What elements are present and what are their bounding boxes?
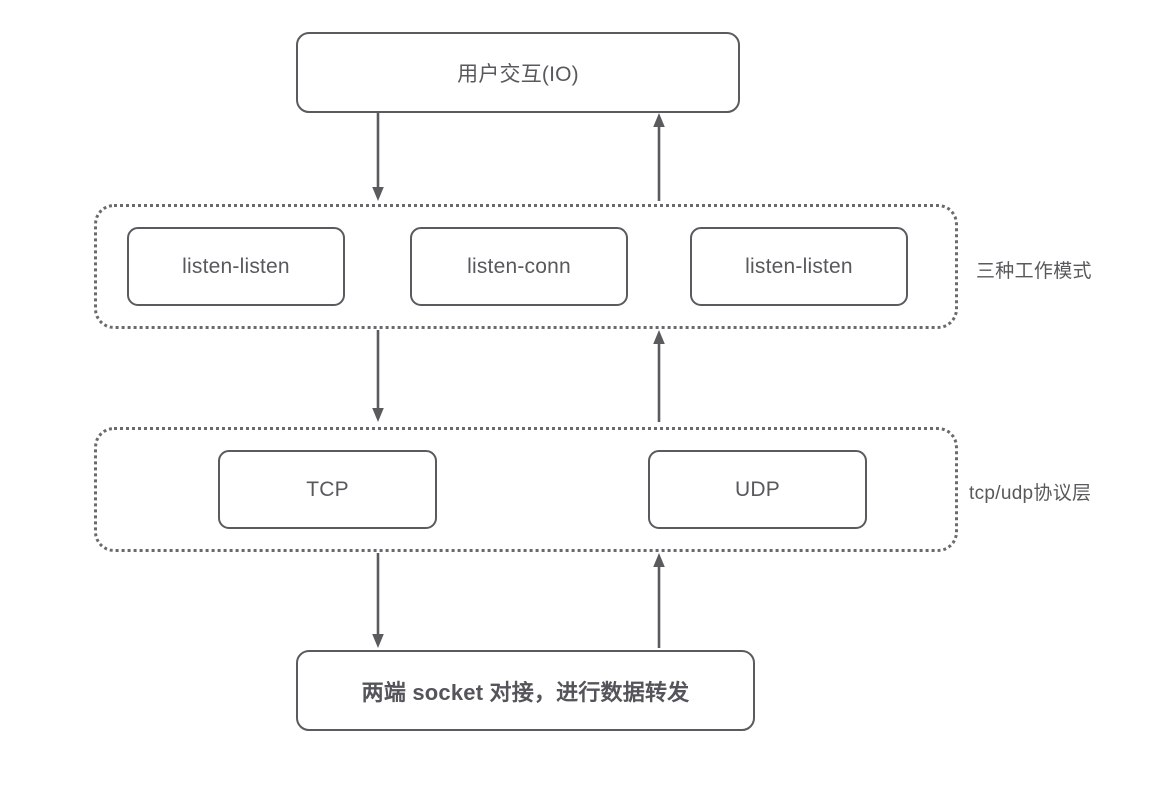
arrow-modes-to-io xyxy=(650,113,668,201)
node-label: listen-listen xyxy=(182,254,290,278)
node-label: TCP xyxy=(306,477,349,501)
arrow-protocol-to-modes xyxy=(650,330,668,422)
label-protocol-layer: tcp/udp协议层 xyxy=(969,483,1092,504)
node-label: listen-conn xyxy=(467,254,571,278)
node-mode-listen-listen-1[interactable]: listen-listen xyxy=(127,227,345,306)
node-protocol-udp[interactable]: UDP xyxy=(648,450,867,529)
group-working-modes xyxy=(94,204,958,329)
node-mode-listen-conn[interactable]: listen-conn xyxy=(410,227,628,306)
label-working-modes: 三种工作模式 xyxy=(976,261,1092,282)
node-socket-forwarding[interactable]: 两端 socket 对接，进行数据转发 xyxy=(296,650,755,731)
arrow-modes-to-protocol xyxy=(369,330,387,422)
node-label: 用户交互(IO) xyxy=(457,62,579,86)
arrow-socket-to-protocol xyxy=(650,553,668,648)
node-mode-listen-listen-2[interactable]: listen-listen xyxy=(690,227,908,306)
node-user-interaction-io[interactable]: 用户交互(IO) xyxy=(296,32,740,113)
node-protocol-tcp[interactable]: TCP xyxy=(218,450,437,529)
arrow-io-to-modes xyxy=(369,113,387,201)
node-label: 两端 socket 对接，进行数据转发 xyxy=(361,679,690,705)
node-label: UDP xyxy=(735,477,780,501)
group-protocol-layer xyxy=(94,427,958,552)
arrow-protocol-to-socket xyxy=(369,553,387,648)
node-label: listen-listen xyxy=(745,254,853,278)
